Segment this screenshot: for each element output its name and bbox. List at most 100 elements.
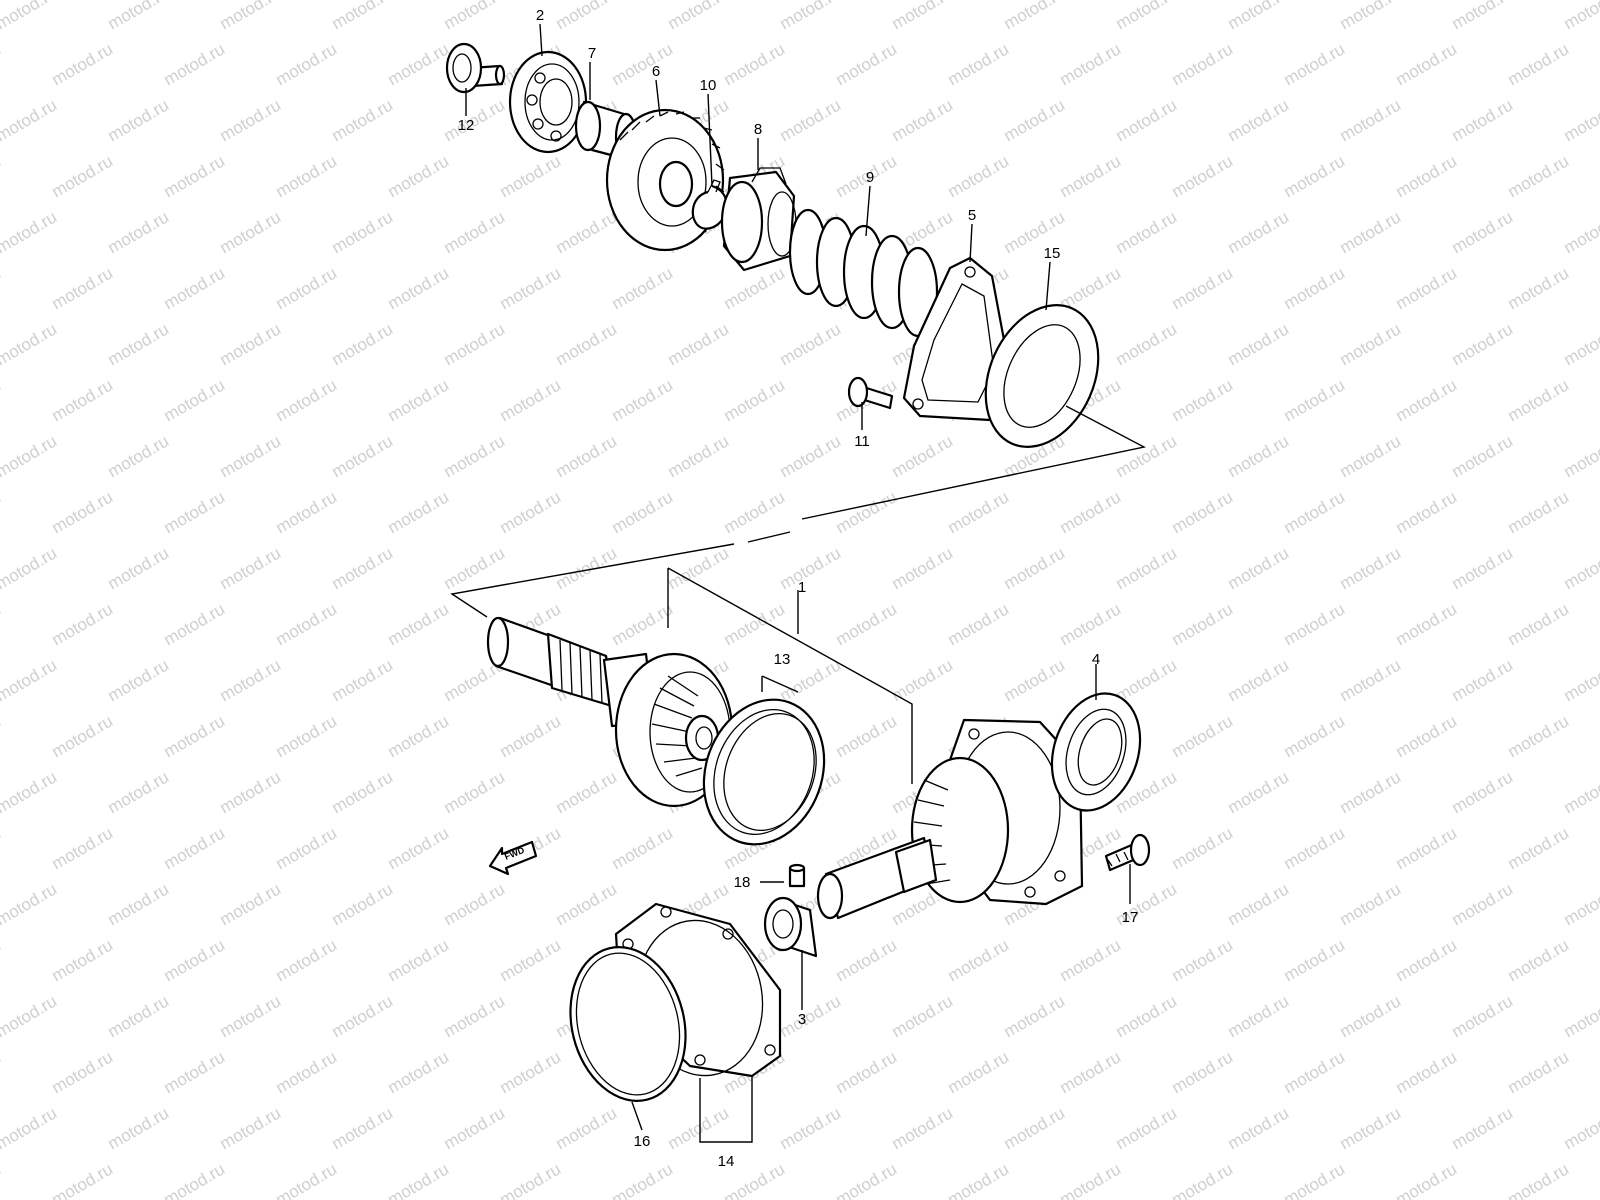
watermark-text: motod.ru (1113, 207, 1181, 257)
watermark-text: motod.ru (1113, 95, 1181, 145)
watermark-text: motod.ru (1169, 935, 1237, 985)
watermark-text: motod.ru (553, 0, 621, 33)
part-4-oil-seal[interactable] (1038, 682, 1155, 822)
part-15-seal[interactable] (964, 287, 1119, 465)
watermark-text: motod.ru (273, 39, 341, 89)
watermark-text: motod.ru (1225, 431, 1293, 481)
watermark-text: motod.ru (1449, 0, 1517, 33)
part-16-o-ring[interactable] (555, 935, 701, 1113)
watermark-text: motod.ru (1225, 543, 1293, 593)
watermark-text: motod.ru (329, 879, 397, 929)
watermark-text: motod.ru (105, 431, 173, 481)
watermark-text: motod.ru (273, 487, 341, 537)
part-18-pin[interactable] (788, 863, 806, 888)
watermark-text: motod.ru (385, 487, 453, 537)
watermark-text: motod.ru (0, 39, 4, 89)
watermark-text: motod.ru (1561, 431, 1600, 481)
watermark-text: motod.ru (217, 0, 285, 33)
watermark-text: motod.ru (1337, 543, 1405, 593)
watermark-text: motod.ru (329, 767, 397, 817)
watermark-text: motod.ru (1113, 1103, 1181, 1153)
watermark-text: motod.ru (945, 487, 1013, 537)
watermark-text: motod.ru (0, 319, 60, 369)
part-1-pinion-housing[interactable] (816, 718, 1084, 920)
watermark-text: motod.ru (105, 207, 173, 257)
watermark-text: motod.ru (385, 935, 453, 985)
watermark-text: motod.ru (1337, 879, 1405, 929)
part-2-bearing[interactable] (508, 50, 588, 154)
watermark-text: motod.ru (889, 1103, 957, 1153)
callout-8: 8 (754, 121, 762, 138)
watermark-text: motod.ru (385, 599, 453, 649)
watermark-text: motod.ru (777, 0, 845, 33)
part-11-bolt[interactable] (847, 376, 894, 410)
watermark-text: motod.ru (833, 935, 901, 985)
watermark-text: motod.ru (889, 0, 957, 33)
watermark-text: motod.ru (665, 0, 733, 33)
part-1-driven-gear[interactable] (486, 616, 734, 808)
watermark-text: motod.ru (385, 151, 453, 201)
watermark-text: motod.ru (497, 711, 565, 761)
watermark-text: motod.ru (1001, 543, 1069, 593)
watermark-text: motod.ru (1001, 0, 1069, 33)
watermark-text: motod.ru (1225, 991, 1293, 1041)
watermark-text: motod.ru (1561, 879, 1600, 929)
callout-3: 3 (798, 1011, 806, 1028)
watermark-text: motod.ru (1505, 39, 1573, 89)
watermark-text: motod.ru (105, 319, 173, 369)
watermark-text: motod.ru (161, 487, 229, 537)
watermark-text: motod.ru (49, 151, 117, 201)
watermark-text: motod.ru (1561, 767, 1600, 817)
watermark-text: motod.ru (441, 1103, 509, 1153)
watermark-text: motod.ru (1561, 543, 1600, 593)
watermark-text: motod.ru (273, 599, 341, 649)
part-17-bolt[interactable] (1104, 833, 1151, 872)
watermark-text: motod.ru (1281, 711, 1349, 761)
watermark-text: motod.ru (553, 879, 621, 929)
watermark-text: motod.ru (721, 39, 789, 89)
watermark-text: motod.ru (329, 655, 397, 705)
arrow-left-icon (488, 840, 538, 876)
callout-17: 17 (1122, 909, 1139, 926)
watermark-text: motod.ru (1225, 95, 1293, 145)
part-12-bolt[interactable] (445, 42, 506, 94)
part-3-needle-bearing[interactable] (763, 896, 818, 958)
watermark-text: motod.ru (49, 263, 117, 313)
watermark-text: motod.ru (1449, 767, 1517, 817)
watermark-text: motod.ru (553, 543, 621, 593)
watermark-text: motod.ru (1169, 823, 1237, 873)
watermark-text: motod.ru (49, 823, 117, 873)
part-5-plate[interactable] (902, 256, 1012, 422)
watermark-text: motod.ru (161, 599, 229, 649)
watermark-text: motod.ru (1505, 711, 1573, 761)
watermark-text: motod.ru (1001, 655, 1069, 705)
watermark-text: motod.ru (0, 431, 60, 481)
watermark-text: motod.ru (1337, 319, 1405, 369)
part-10-circlip[interactable] (691, 179, 728, 230)
watermark-text: motod.ru (0, 879, 60, 929)
watermark-text: motod.ru (1281, 599, 1349, 649)
watermark-text: motod.ru (889, 655, 957, 705)
part-13-bracket (761, 675, 799, 693)
watermark-text: motod.ru (217, 879, 285, 929)
callout-10: 10 (700, 77, 717, 94)
watermark-text: motod.ru (609, 823, 677, 873)
watermark-text: motod.ru (441, 991, 509, 1041)
watermark-text: motod.ru (945, 935, 1013, 985)
watermark-text: motod.ru (1169, 1159, 1237, 1200)
connection-line-lower (450, 543, 735, 618)
part-8-clutch[interactable] (720, 167, 797, 272)
watermark-text: motod.ru (161, 711, 229, 761)
watermark-text: motod.ru (1449, 1103, 1517, 1153)
watermark-text: motod.ru (105, 0, 173, 33)
part-13-ring[interactable] (684, 683, 844, 862)
watermark-text: motod.ru (1057, 1047, 1125, 1097)
watermark-text: motod.ru (1169, 263, 1237, 313)
watermark-text: motod.ru (1505, 151, 1573, 201)
watermark-text: motod.ru (833, 1047, 901, 1097)
part-9-spring[interactable] (788, 208, 939, 338)
watermark-text: motod.ru (385, 711, 453, 761)
watermark-text: motod.ru (1281, 1159, 1349, 1200)
watermark-text: motod.ru (1505, 1159, 1573, 1200)
